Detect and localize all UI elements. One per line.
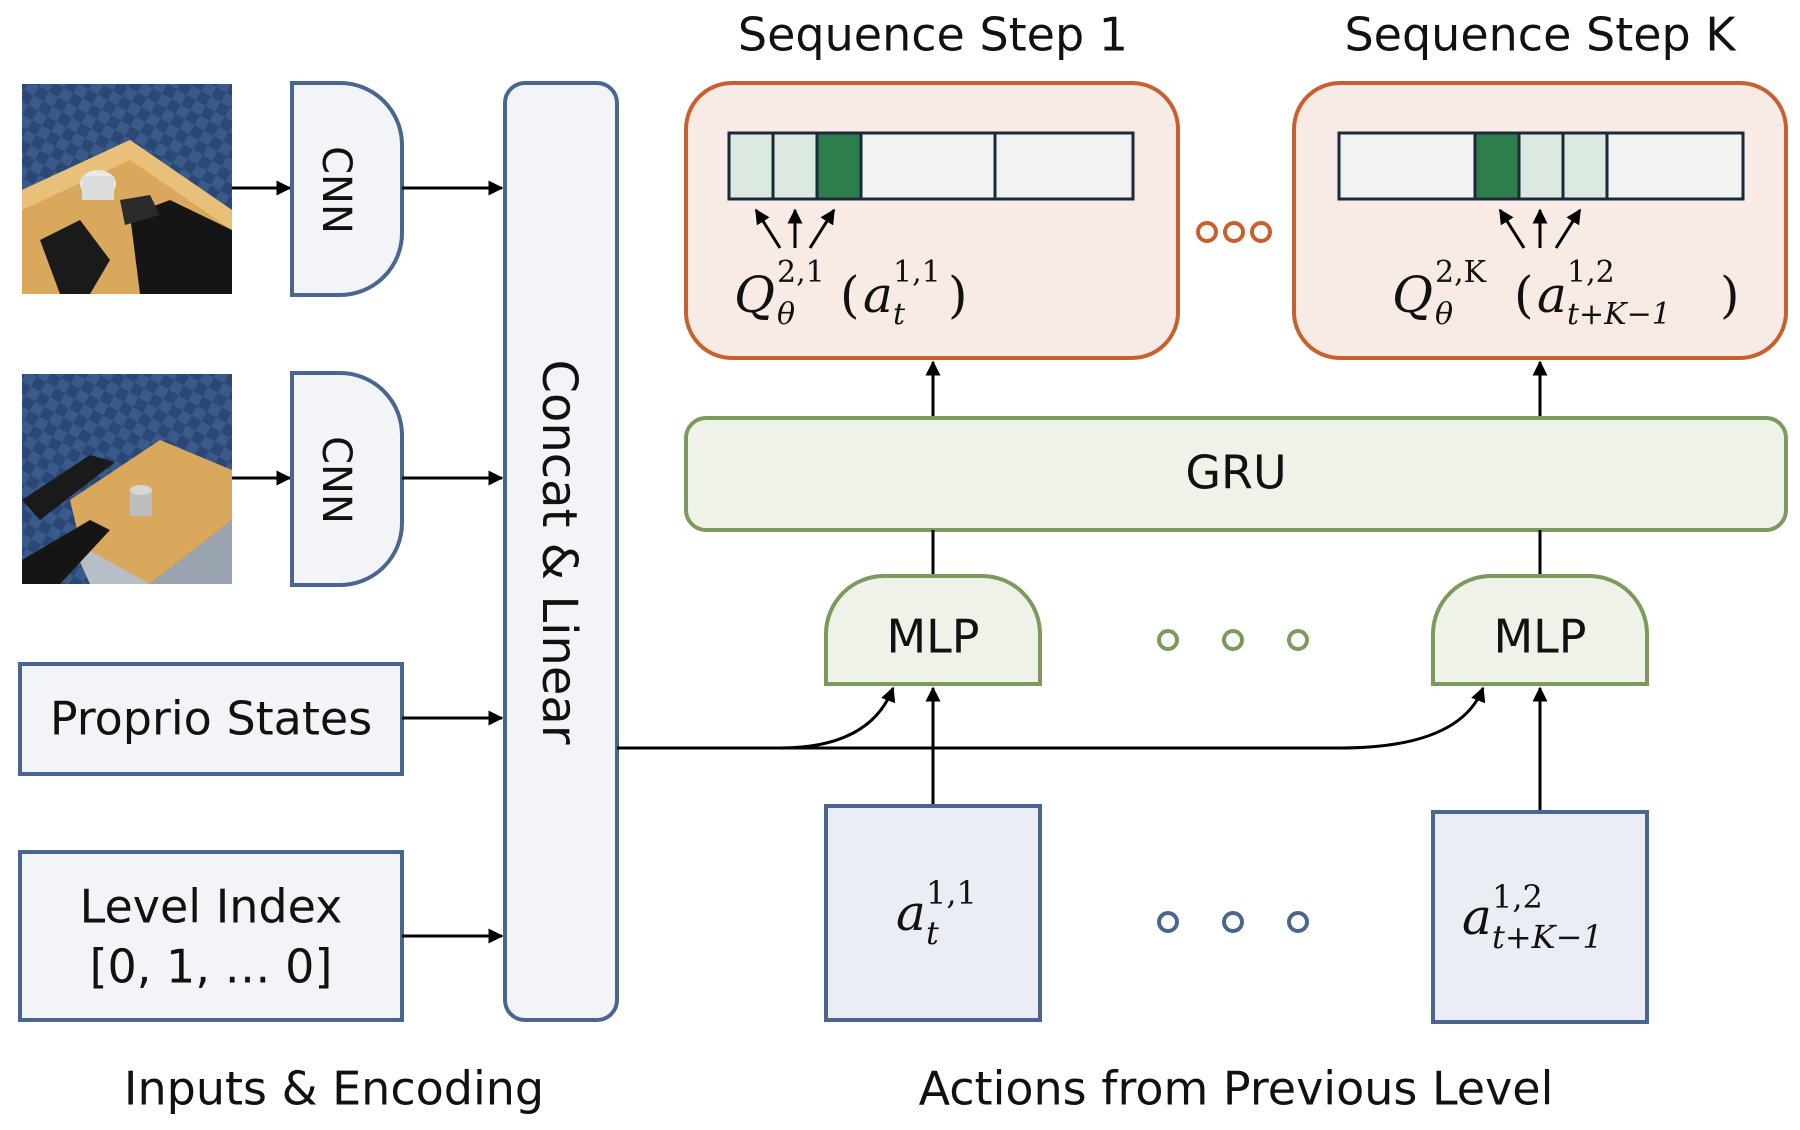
- actions-previous-level-caption: Actions from Previous Level: [919, 1062, 1554, 1116]
- action-box-2: a t+K−1 1,2: [1431, 810, 1649, 1024]
- green-ellipsis: [1157, 629, 1309, 651]
- proprio-states-box: Proprio States: [18, 662, 404, 776]
- concat-to-mlp-connections: [617, 686, 1486, 750]
- paren-close: ): [948, 266, 968, 324]
- mlp-block-1: MLP: [824, 574, 1042, 686]
- cnn-label-2: CNN: [313, 436, 359, 524]
- action-subscript: t: [893, 297, 906, 332]
- q-symbol: Q: [734, 266, 775, 324]
- inputs-encoding-caption: Inputs & Encoding: [124, 1062, 544, 1116]
- q-vector-step-k: [1337, 131, 1745, 201]
- blue-ellipsis: [1157, 911, 1309, 933]
- action-symbol: a: [896, 884, 926, 942]
- action-superscript: 1,1: [893, 255, 941, 290]
- q-formula-step-k: Q θ 2,K ( a t+K−1 1,2 ): [1392, 255, 1740, 332]
- cnn-label-1: CNN: [313, 146, 359, 234]
- sequence-step-1-title: Sequence Step 1: [738, 8, 1128, 62]
- gru-block: GRU: [684, 416, 1788, 532]
- camera-image-side: [22, 374, 232, 584]
- concat-linear-label: Concat & Linear: [531, 359, 587, 744]
- orange-ellipsis: [1196, 221, 1272, 243]
- action-superscript: 1,2: [1567, 255, 1615, 290]
- action-subscript: t+K−1: [1567, 297, 1671, 332]
- gru-label: GRU: [1185, 446, 1286, 500]
- paren-close: ): [1720, 266, 1740, 324]
- action-symbol: a: [863, 266, 893, 324]
- proprio-states-label: Proprio States: [50, 692, 372, 746]
- action-subscript: t+K−1: [1492, 918, 1603, 956]
- q-arrows-step-1: [754, 208, 836, 249]
- level-index-label: Level Index: [80, 880, 343, 934]
- paren-open: (: [840, 266, 860, 324]
- level-index-vector: [0, 1, … 0]: [90, 940, 333, 994]
- action-subscript: t: [926, 914, 939, 952]
- sequence-step-k-title: Sequence Step K: [1344, 8, 1737, 62]
- q-formula-step-1: Q θ 2,1 ( a t 1,1 ): [734, 255, 968, 332]
- q-output-box-step-1: Q θ 2,1 ( a t 1,1 ): [684, 81, 1180, 360]
- q-subscript: θ: [777, 297, 795, 332]
- q-superscript: 2,1: [777, 255, 825, 290]
- mlp-label-2: MLP: [1493, 610, 1586, 664]
- action-box-1: a t 1,1: [824, 804, 1042, 1022]
- mlp-block-2: MLP: [1431, 574, 1649, 686]
- action-superscript: 1,1: [926, 874, 977, 912]
- cnn-block-2: CNN: [290, 371, 404, 587]
- action-symbol: a: [1537, 266, 1567, 324]
- q-subscript: θ: [1435, 297, 1453, 332]
- q-arrows-step-k: [1498, 208, 1582, 249]
- camera-image-top: [22, 84, 232, 294]
- level-index-box: Level Index [0, 1, … 0]: [18, 850, 404, 1022]
- mlp-label-1: MLP: [886, 610, 979, 664]
- q-symbol: Q: [1392, 266, 1433, 324]
- q-superscript: 2,K: [1435, 255, 1487, 290]
- q-vector-step-1: [727, 131, 1135, 201]
- q-output-box-step-k: Q θ 2,K ( a t+K−1 1,2 ): [1292, 81, 1788, 360]
- concat-linear-block: Concat & Linear: [503, 81, 619, 1022]
- action-superscript: 1,2: [1492, 878, 1543, 916]
- paren-open: (: [1514, 266, 1534, 324]
- action-symbol: a: [1462, 888, 1492, 946]
- cnn-block-1: CNN: [290, 81, 404, 297]
